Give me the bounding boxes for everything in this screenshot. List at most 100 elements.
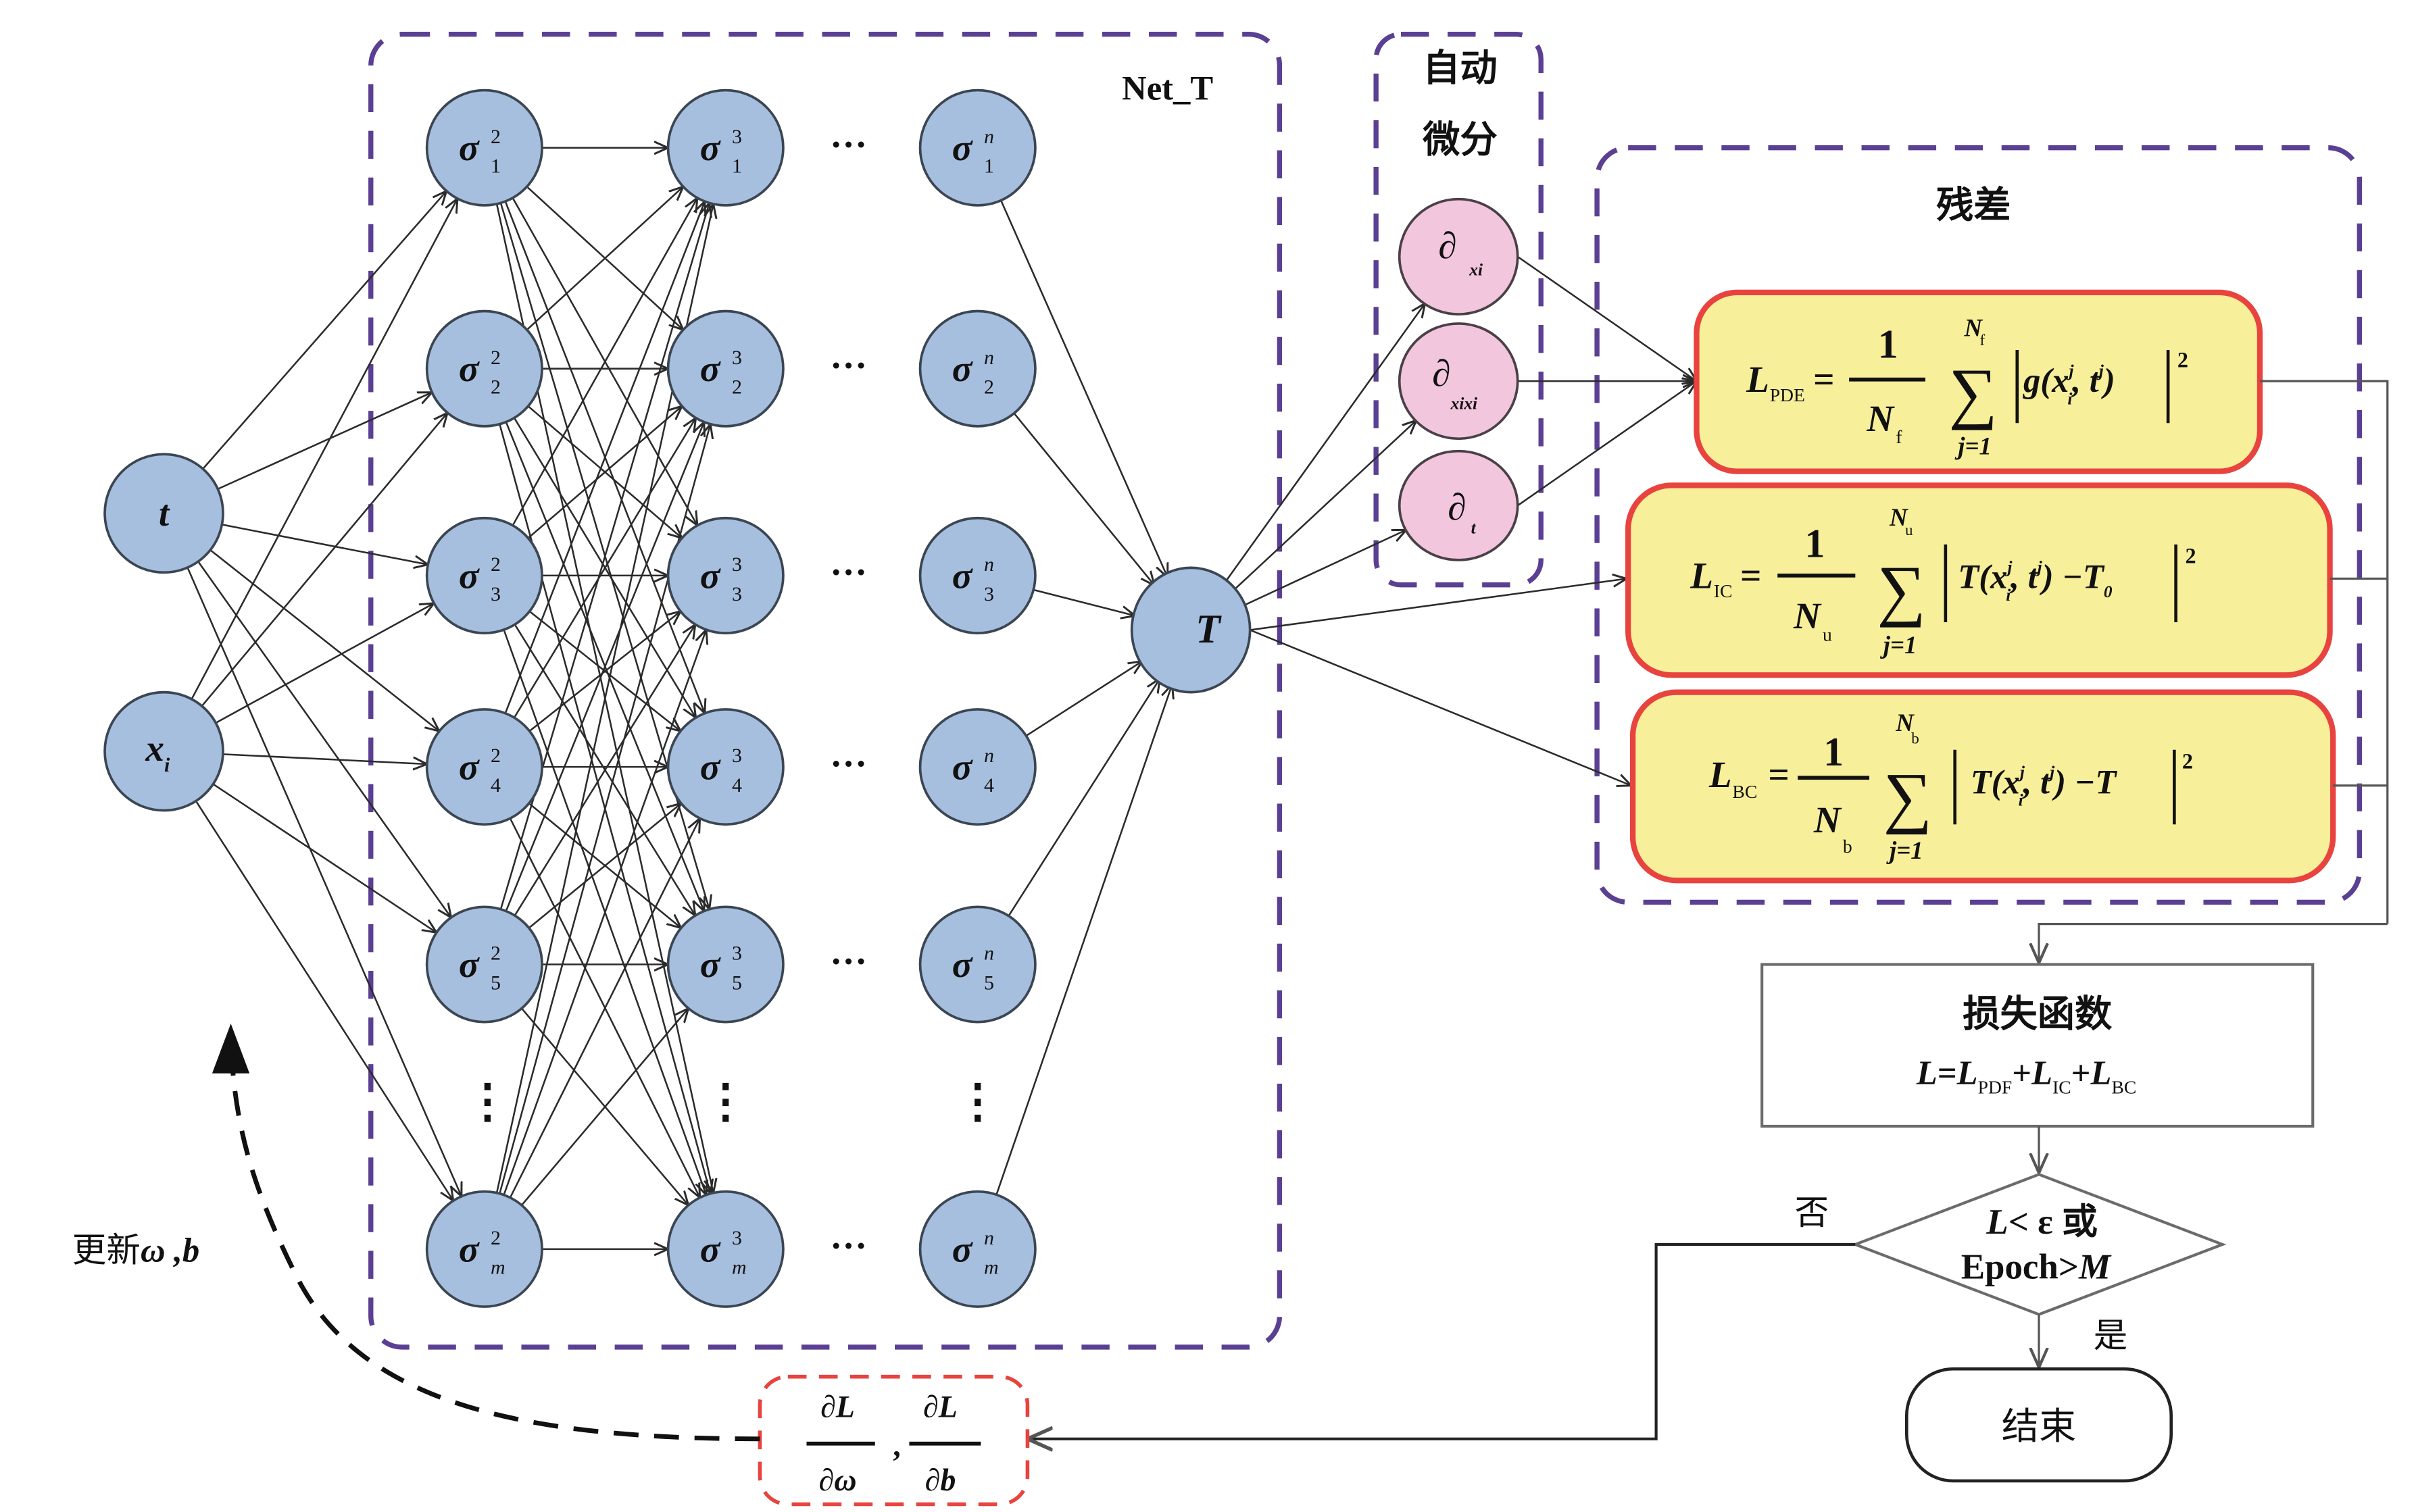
svg-text:∂ω: ∂ω — [818, 1463, 856, 1497]
net-t-label: Net_T — [1122, 69, 1213, 107]
svg-text:N: N — [1964, 313, 1983, 341]
edge-layer2-to-layer3 — [526, 186, 683, 331]
edge-input-to-layer2 — [220, 523, 428, 565]
svg-text:σ: σ — [700, 348, 722, 389]
edge-input-to-layer2 — [211, 782, 436, 932]
svg-text:3: 3 — [732, 1227, 742, 1249]
svg-text:f: f — [1896, 426, 1902, 447]
horizontal-ellipsis: ··· — [830, 552, 867, 593]
svg-text:1: 1 — [491, 155, 501, 178]
svg-text:2: 2 — [491, 1227, 501, 1249]
svg-text:2: 2 — [2182, 749, 2193, 773]
svg-text:t: t — [159, 493, 170, 534]
edge-input-to-layer2 — [194, 799, 453, 1201]
svg-text:5: 5 — [491, 972, 501, 994]
svg-text:IC: IC — [1714, 580, 1733, 601]
svg-text:5: 5 — [732, 972, 742, 994]
svg-text:L: L — [1690, 555, 1713, 596]
svg-text:L=LPDF+LIC+LBC: L=LPDF+LIC+LBC — [1916, 1054, 2136, 1098]
svg-text:g(xji, tj): g(xji, tj) — [2023, 361, 2115, 408]
input-node-xi: xi — [103, 690, 224, 812]
edge-layern-to-output — [1025, 661, 1142, 737]
edge-input-to-layer2 — [196, 559, 451, 917]
svg-text:N: N — [1895, 709, 1915, 736]
edge-layer2-to-layer3 — [513, 418, 696, 718]
svg-text:σ: σ — [700, 944, 722, 985]
svg-text:2: 2 — [2185, 543, 2196, 568]
horizontal-ellipses: ·················· — [830, 124, 867, 1267]
horizontal-ellipsis: ··· — [830, 743, 867, 784]
svg-text:σ: σ — [459, 944, 480, 985]
svg-text:1: 1 — [1878, 322, 1898, 367]
svg-text:1: 1 — [1823, 730, 1844, 774]
edge-layern-to-output — [1013, 412, 1155, 586]
svg-text:σ: σ — [459, 747, 480, 788]
vertical-ellipsis: ⋮ — [464, 1075, 511, 1127]
edge-layer2-to-layer3 — [505, 422, 704, 912]
autodiff-label-line2: 微分 — [1422, 119, 1498, 162]
decision-no-label: 否 — [1795, 1192, 1829, 1232]
gradient-box: ∂L ∂ω , ∂L ∂b — [758, 1374, 1030, 1507]
svg-text:n: n — [984, 126, 994, 148]
svg-text:σ: σ — [459, 348, 480, 389]
loss-function-box: 损失函数 L=LPDF+LIC+LBC — [1760, 963, 2315, 1128]
input-node-t: t — [103, 453, 224, 574]
edge-layer2-to-layer3 — [503, 630, 706, 1196]
horizontal-ellipsis: ··· — [830, 124, 867, 166]
edge-autodiff-to-pde — [1517, 381, 1697, 507]
end-box: 结束 — [1905, 1367, 2173, 1483]
residual-collector-lines — [2039, 380, 2389, 963]
edge-layer2-to-layer3 — [520, 1009, 689, 1206]
output-node-T: T — [1130, 566, 1252, 694]
svg-text:σ: σ — [700, 555, 722, 596]
svg-text:∂L: ∂L — [820, 1390, 855, 1424]
svg-text:PDE: PDE — [1770, 384, 1805, 405]
svg-text:σ: σ — [952, 555, 974, 596]
autodiff-label-line1: 自动 — [1423, 47, 1498, 91]
svg-text:∂: ∂ — [1438, 225, 1456, 266]
svg-text:4: 4 — [984, 774, 994, 797]
svg-text:L: L — [1708, 754, 1732, 795]
autodiff-node-dx: ∂ xi — [1398, 197, 1519, 316]
svg-text:xi: xi — [145, 728, 170, 776]
svg-text:b: b — [1843, 836, 1852, 857]
svg-text:∂: ∂ — [1448, 486, 1466, 528]
svg-text:1: 1 — [732, 155, 742, 178]
edge-input-to-layer2 — [221, 753, 427, 764]
svg-text:2: 2 — [491, 942, 501, 965]
svg-text:m: m — [491, 1257, 506, 1279]
svg-text:σ: σ — [459, 1228, 480, 1269]
horizontal-ellipsis: ··· — [830, 940, 867, 982]
edge-input-to-layer2 — [200, 413, 447, 708]
edge-input-to-layer2 — [201, 191, 447, 471]
svg-text:结束: 结束 — [2002, 1405, 2077, 1448]
edge-layern-to-output — [1033, 588, 1135, 615]
svg-text:∂L: ∂L — [923, 1390, 958, 1424]
svg-text:1: 1 — [1804, 521, 1825, 565]
svg-text:T: T — [1195, 607, 1222, 651]
svg-text:3: 3 — [732, 583, 742, 605]
svg-text:3: 3 — [732, 126, 742, 148]
svg-text:∑: ∑ — [1883, 759, 1932, 834]
svg-text:3: 3 — [984, 583, 994, 605]
svg-text:5: 5 — [984, 972, 994, 994]
edge-input-to-layer2 — [214, 603, 434, 725]
svg-text:BC: BC — [1732, 781, 1757, 802]
svg-text:n: n — [984, 553, 994, 576]
svg-text:∑: ∑ — [1948, 355, 1997, 430]
svg-text:,: , — [893, 1428, 901, 1463]
svg-text:3: 3 — [491, 583, 501, 605]
edge-layer2-to-layer3 — [528, 611, 681, 732]
